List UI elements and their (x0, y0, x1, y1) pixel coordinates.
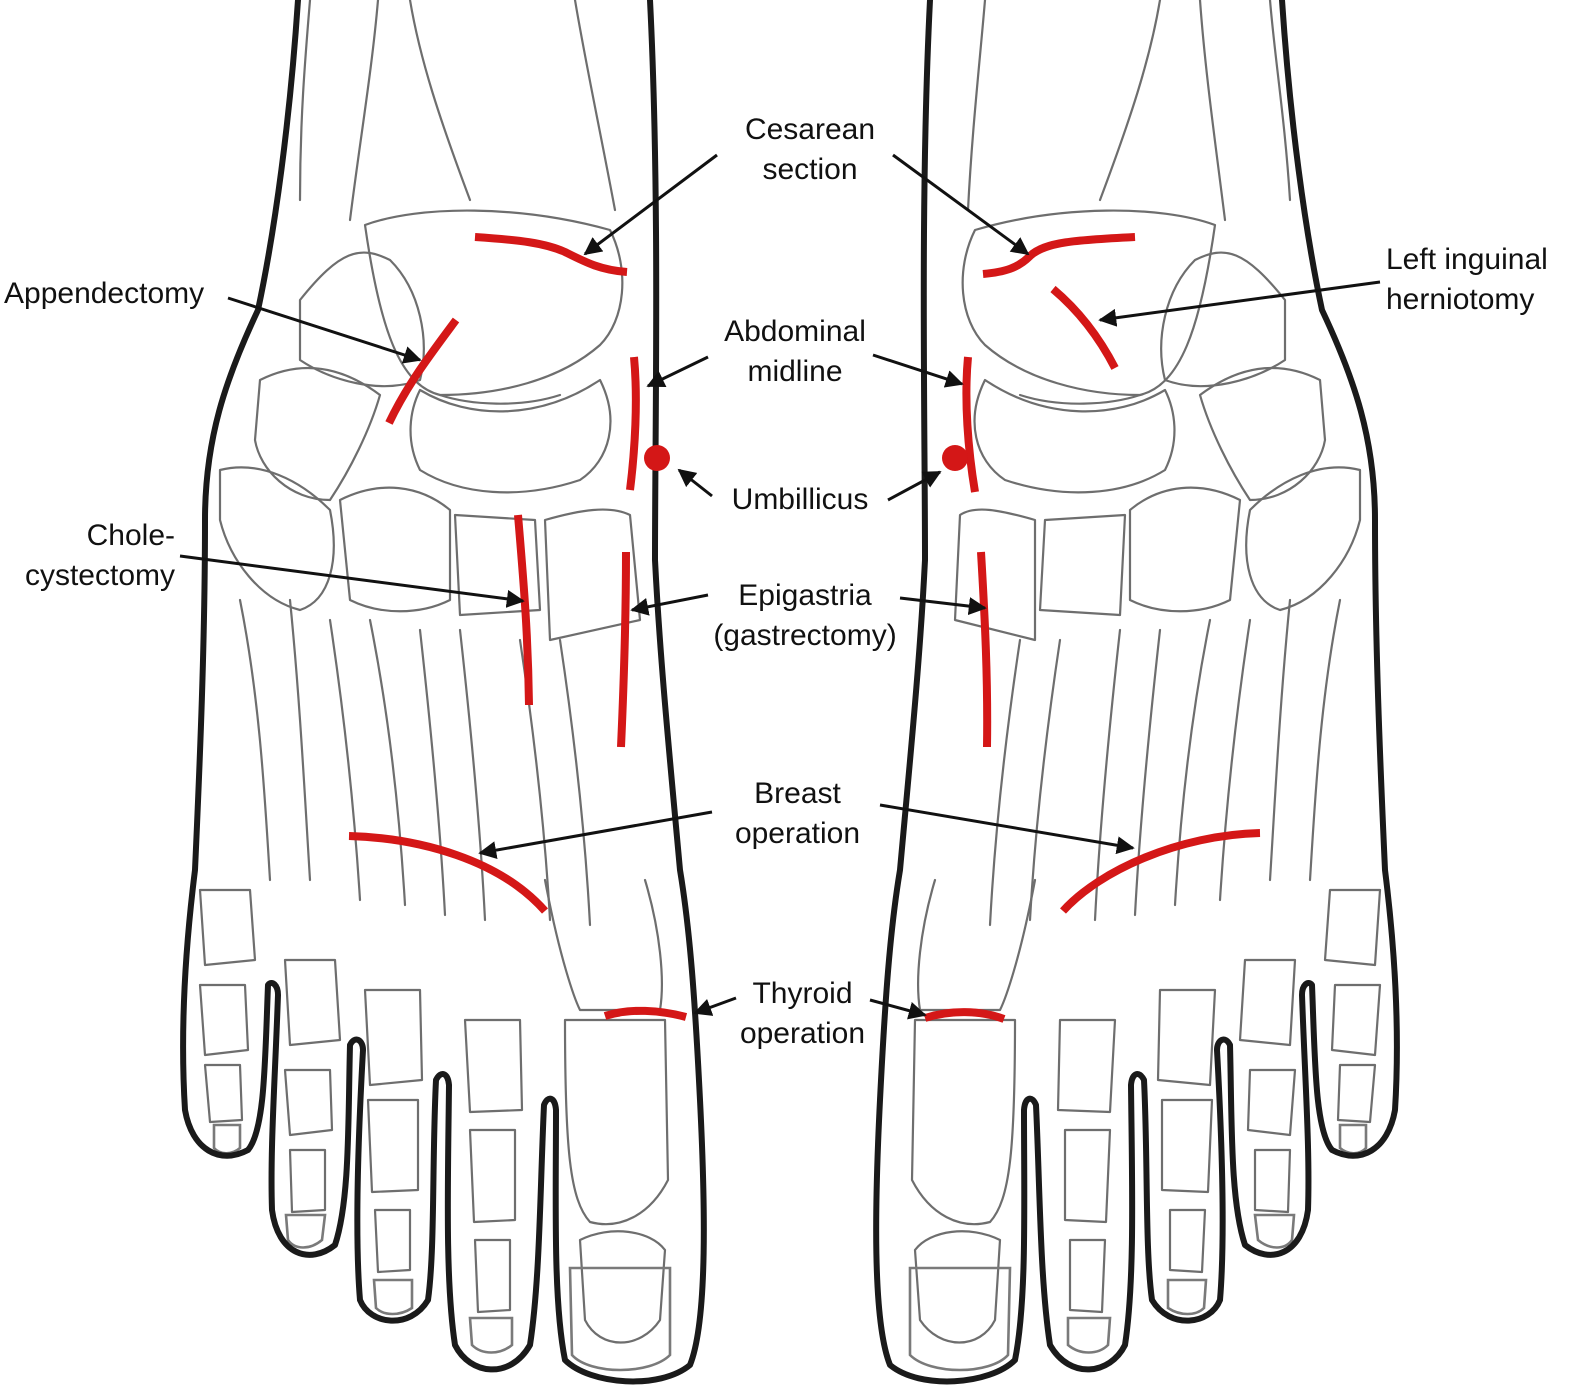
breast-incision-right (1063, 833, 1260, 911)
label-cesarean-section: Cesarean section (710, 110, 910, 190)
label-line: (gastrectomy) (695, 616, 915, 656)
label-line: Cesarean (710, 110, 910, 150)
label-line: Breast (700, 774, 895, 814)
label-abdominal-midline: Abdominal midline (700, 312, 890, 392)
label-line: herniotomy (1386, 280, 1571, 320)
label-line: section (710, 150, 910, 190)
label-thyroid-operation: Thyroid operation (705, 974, 900, 1054)
label-line: midline (700, 352, 890, 392)
thyroid-incision-right (925, 1012, 1004, 1019)
umbilicus-mark-right (942, 445, 968, 471)
label-line: operation (700, 814, 895, 854)
epigastria-incision-right (981, 552, 987, 747)
right-foot (876, 0, 1397, 1381)
label-epigastria: Epigastria (gastrectomy) (695, 576, 915, 656)
label-line: Chole- (0, 516, 175, 556)
arrow-appendectomy (228, 298, 420, 360)
umbilicus-mark-left (644, 445, 670, 471)
epigastria-incision-left (621, 552, 626, 747)
label-line: Epigastria (695, 576, 915, 616)
label-umbilicus: Umbillicus (700, 480, 900, 520)
cholecystectomy-incision (518, 515, 529, 705)
cesarean-incision-left (475, 237, 627, 272)
label-line: Umbillicus (700, 480, 900, 520)
right-foot-outline (876, 0, 1397, 1381)
left-toenails (214, 1125, 670, 1370)
arrow-breast-right (880, 805, 1133, 848)
label-line: Appendectomy (4, 274, 234, 314)
label-line: cystectomy (0, 556, 175, 596)
arrow-chole (180, 556, 523, 601)
right-toenails (910, 1125, 1366, 1370)
arrow-inguinal (1100, 282, 1380, 320)
label-line: Left inguinal (1386, 240, 1571, 280)
label-line: Thyroid (705, 974, 900, 1014)
label-line: operation (705, 1014, 900, 1054)
label-left-inguinal-herniotomy: Left inguinal herniotomy (1386, 240, 1571, 320)
label-appendectomy: Appendectomy (4, 274, 234, 314)
abdominal-midline-incision-left (630, 357, 636, 490)
inguinal-incision (1053, 289, 1115, 368)
thyroid-incision-left (605, 1011, 686, 1017)
label-line: Abdominal (700, 312, 890, 352)
cesarean-incision-right (983, 237, 1135, 274)
label-cholecystectomy: Chole- cystectomy (0, 516, 175, 596)
label-breast-operation: Breast operation (700, 774, 895, 854)
arrow-cesarean-right (893, 155, 1028, 254)
arrow-cesarean-left (585, 155, 717, 254)
